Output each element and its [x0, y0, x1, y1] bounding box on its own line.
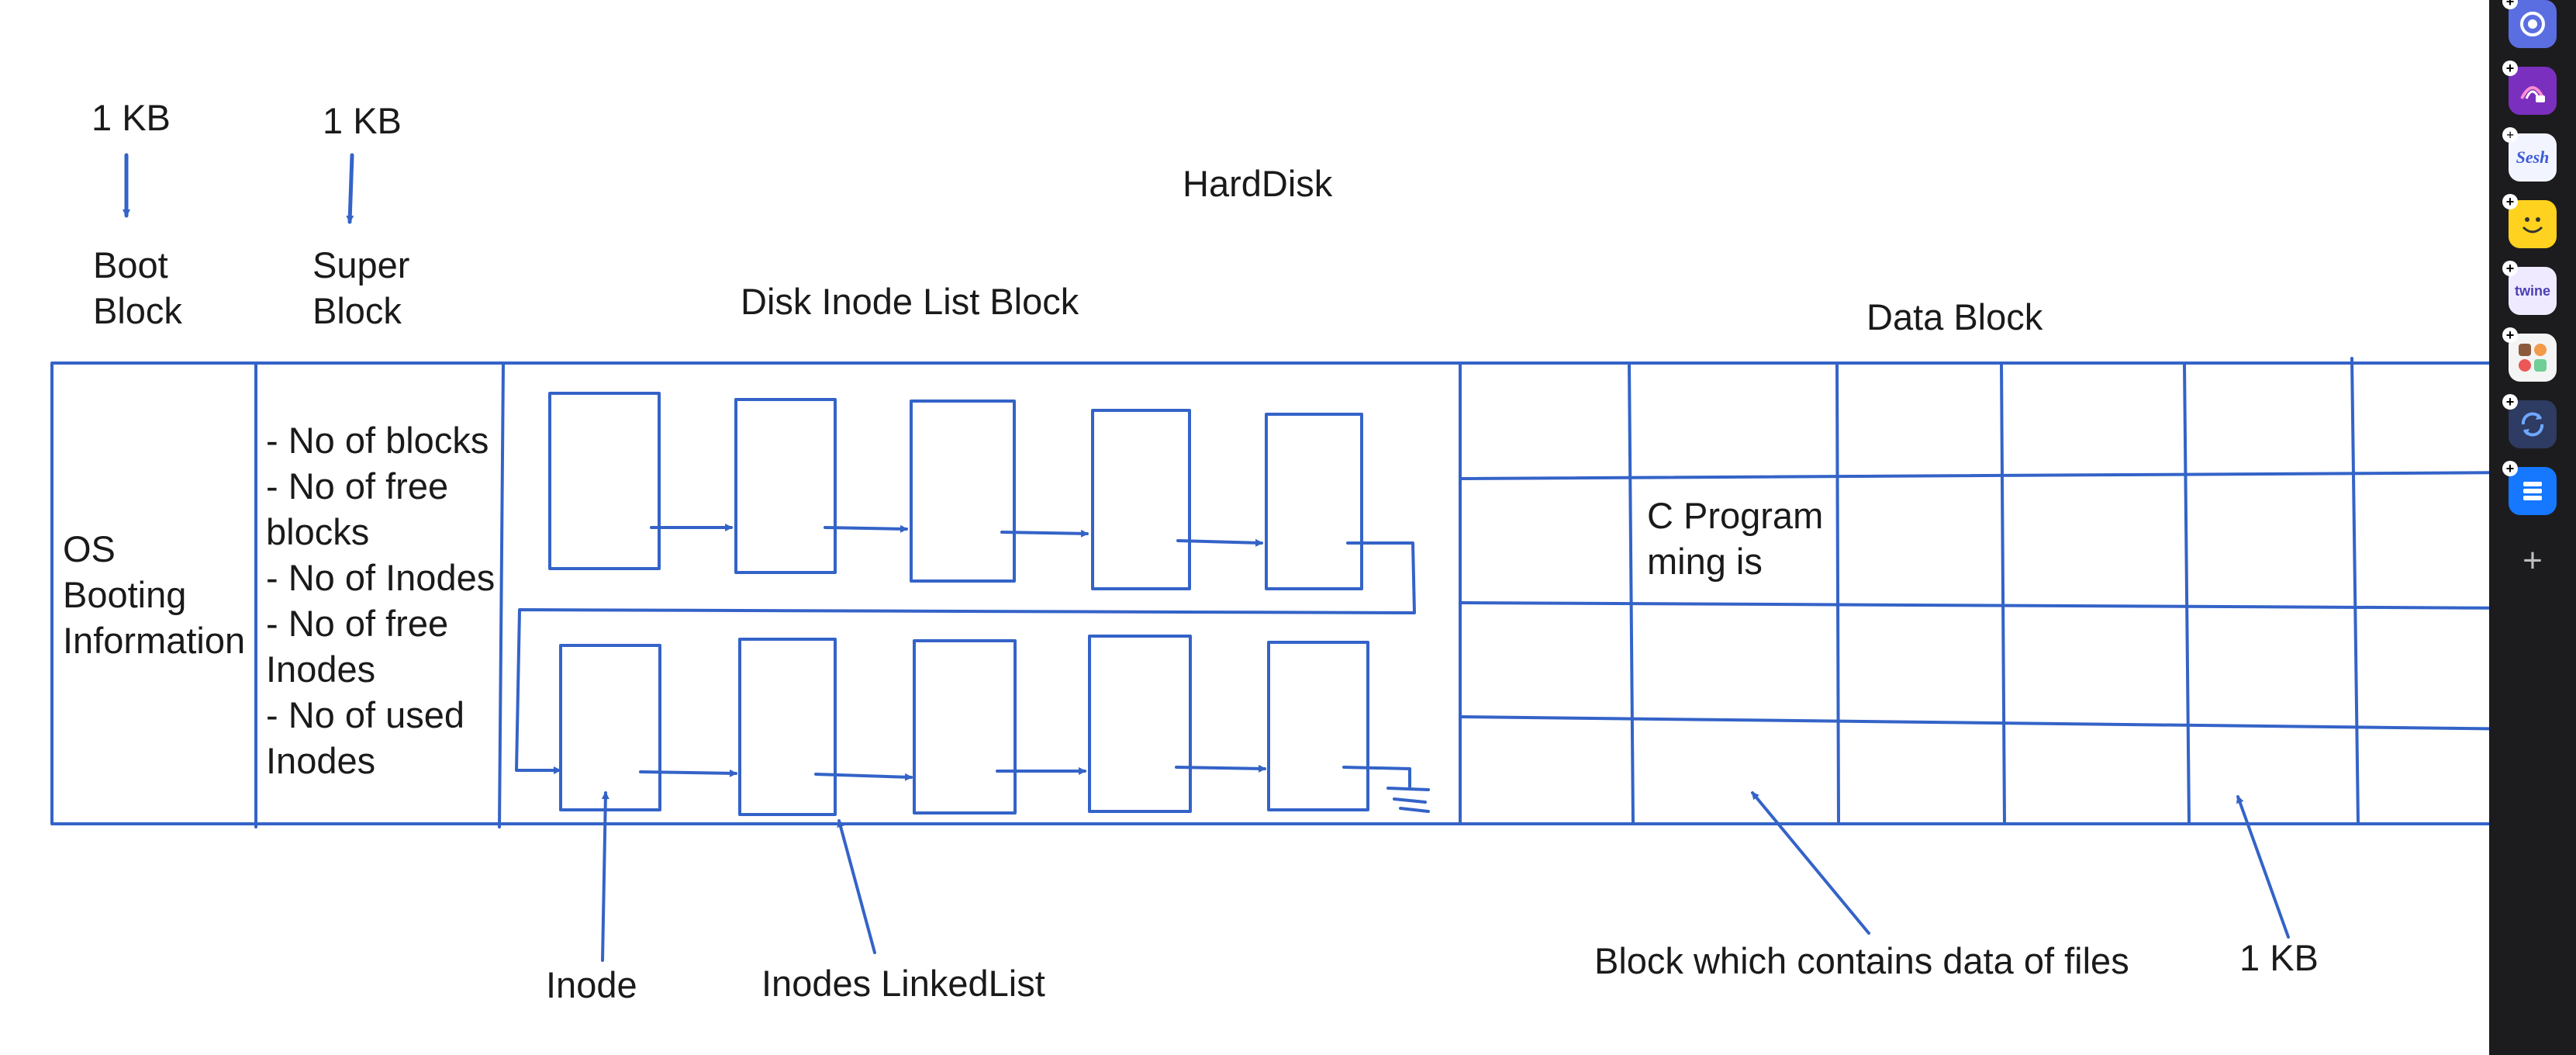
inode-links-bottom [639, 764, 1266, 781]
inode-box [1088, 635, 1192, 813]
harddisk-diagram [50, 153, 2489, 962]
whiteboard-canvas[interactable]: 1 KB 1 KB HardDisk Boot Block Super Bloc… [0, 0, 2489, 1055]
inode-pointer-arrow [601, 791, 609, 962]
disk-outline [50, 361, 2489, 825]
inode-links-top [650, 524, 1263, 547]
dock-app-sync[interactable]: + [2502, 394, 2557, 448]
link-arrow [639, 769, 737, 777]
dock-app-shapes[interactable]: + [2502, 327, 2557, 382]
grid-line [1628, 361, 1635, 825]
inode-row-bottom [559, 635, 1369, 816]
app-dock: + + + Sesh + + twine + [2489, 0, 2576, 1055]
boot-size-label: 1 KB [92, 97, 171, 138]
wrap-connector [515, 541, 1416, 774]
super-block-content: - No of blocks - No of free blocks - No … [266, 420, 496, 781]
inodes-linkedlist-annotation: Inodes LinkedList [761, 963, 1045, 1004]
grid-line [1459, 601, 2489, 610]
inode-box [559, 644, 661, 811]
target-icon [2520, 12, 2545, 36]
data-block-heading: Data Block [1866, 296, 2043, 337]
stack-icon [2523, 482, 2542, 500]
link-arrow [1176, 538, 1263, 547]
plus-icon: + [2502, 61, 2518, 76]
data-block-grid [1459, 357, 2489, 825]
data-cell-text: C Program ming is [1647, 495, 1824, 582]
link-arrow [1175, 764, 1266, 773]
dock-app-emoji[interactable]: + [2502, 194, 2557, 248]
inode-list-heading: Disk Inode List Block [741, 281, 1079, 322]
plus-icon: + [2502, 461, 2518, 476]
sesh-icon: Sesh [2516, 147, 2550, 167]
inode-row-top [548, 392, 1363, 590]
grid-line [1459, 715, 2489, 731]
dock-app-twine[interactable]: + twine [2502, 261, 2557, 315]
link-arrow [1000, 529, 1089, 538]
dock-app-stack[interactable]: + [2502, 461, 2557, 515]
data-block-pointer-arrow [1751, 791, 1870, 935]
grid-line [1835, 361, 1840, 825]
inode-box [738, 638, 837, 816]
block-size-pointer-arrow [2236, 795, 2290, 939]
data-block-annotation: Block which contains data of files [1594, 940, 2129, 981]
grid-line [2350, 357, 2360, 825]
null-terminator [1342, 766, 1430, 813]
boot-block-heading: Boot Block [93, 244, 182, 331]
linkedlist-pointer-arrow [837, 819, 876, 954]
plus-icon: + [2502, 394, 2518, 410]
block-size-annotation: 1 KB [2239, 937, 2319, 978]
add-app-button[interactable]: + [2522, 541, 2543, 579]
inode-box [1265, 413, 1363, 590]
plus-icon: + [2502, 127, 2518, 143]
twine-icon: twine [2514, 282, 2550, 299]
plus-icon: + [2502, 0, 2518, 9]
link-arrow [814, 773, 913, 781]
inode-annotation: Inode [546, 964, 637, 1005]
inode-box [1267, 641, 1369, 811]
dock-app-screen-recorder[interactable]: + [2502, 0, 2557, 48]
shapes-icon [2519, 344, 2547, 372]
super-size-arrow [346, 153, 354, 224]
smiley-icon [2522, 217, 2543, 233]
inode-box [913, 639, 1017, 815]
video-swirl-icon [2520, 86, 2545, 102]
grid-line [2000, 361, 2006, 825]
dock-app-sesh[interactable]: + Sesh [2502, 127, 2557, 182]
inode-box [910, 400, 1016, 583]
inode-box [734, 398, 837, 574]
inode-box [1091, 409, 1191, 590]
super-inode-divider [498, 361, 505, 828]
plus-icon: + [2502, 194, 2518, 209]
boot-block-content: OS Booting Information [63, 528, 246, 661]
super-size-label: 1 KB [323, 100, 402, 141]
grid-line [1459, 471, 2489, 480]
plus-icon: + [2502, 327, 2518, 343]
plus-icon: + [2502, 261, 2518, 276]
link-arrow [824, 524, 908, 533]
dock-app-meet[interactable]: + [2502, 61, 2557, 115]
grid-line [2183, 361, 2191, 825]
sync-icon [2521, 412, 2544, 437]
super-block-heading: Super Block [313, 244, 410, 331]
diagram-title: HardDisk [1183, 163, 1333, 204]
inode-box [548, 392, 661, 570]
